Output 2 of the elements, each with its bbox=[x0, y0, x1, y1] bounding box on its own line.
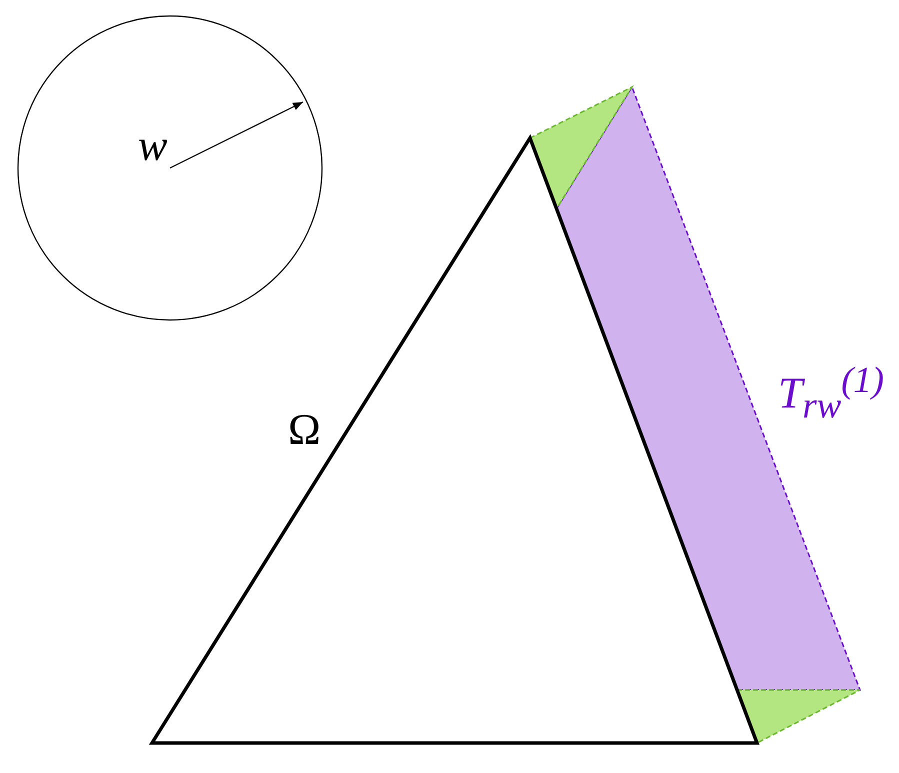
region-label: Ω bbox=[288, 408, 321, 452]
variable-label: w bbox=[138, 124, 168, 168]
